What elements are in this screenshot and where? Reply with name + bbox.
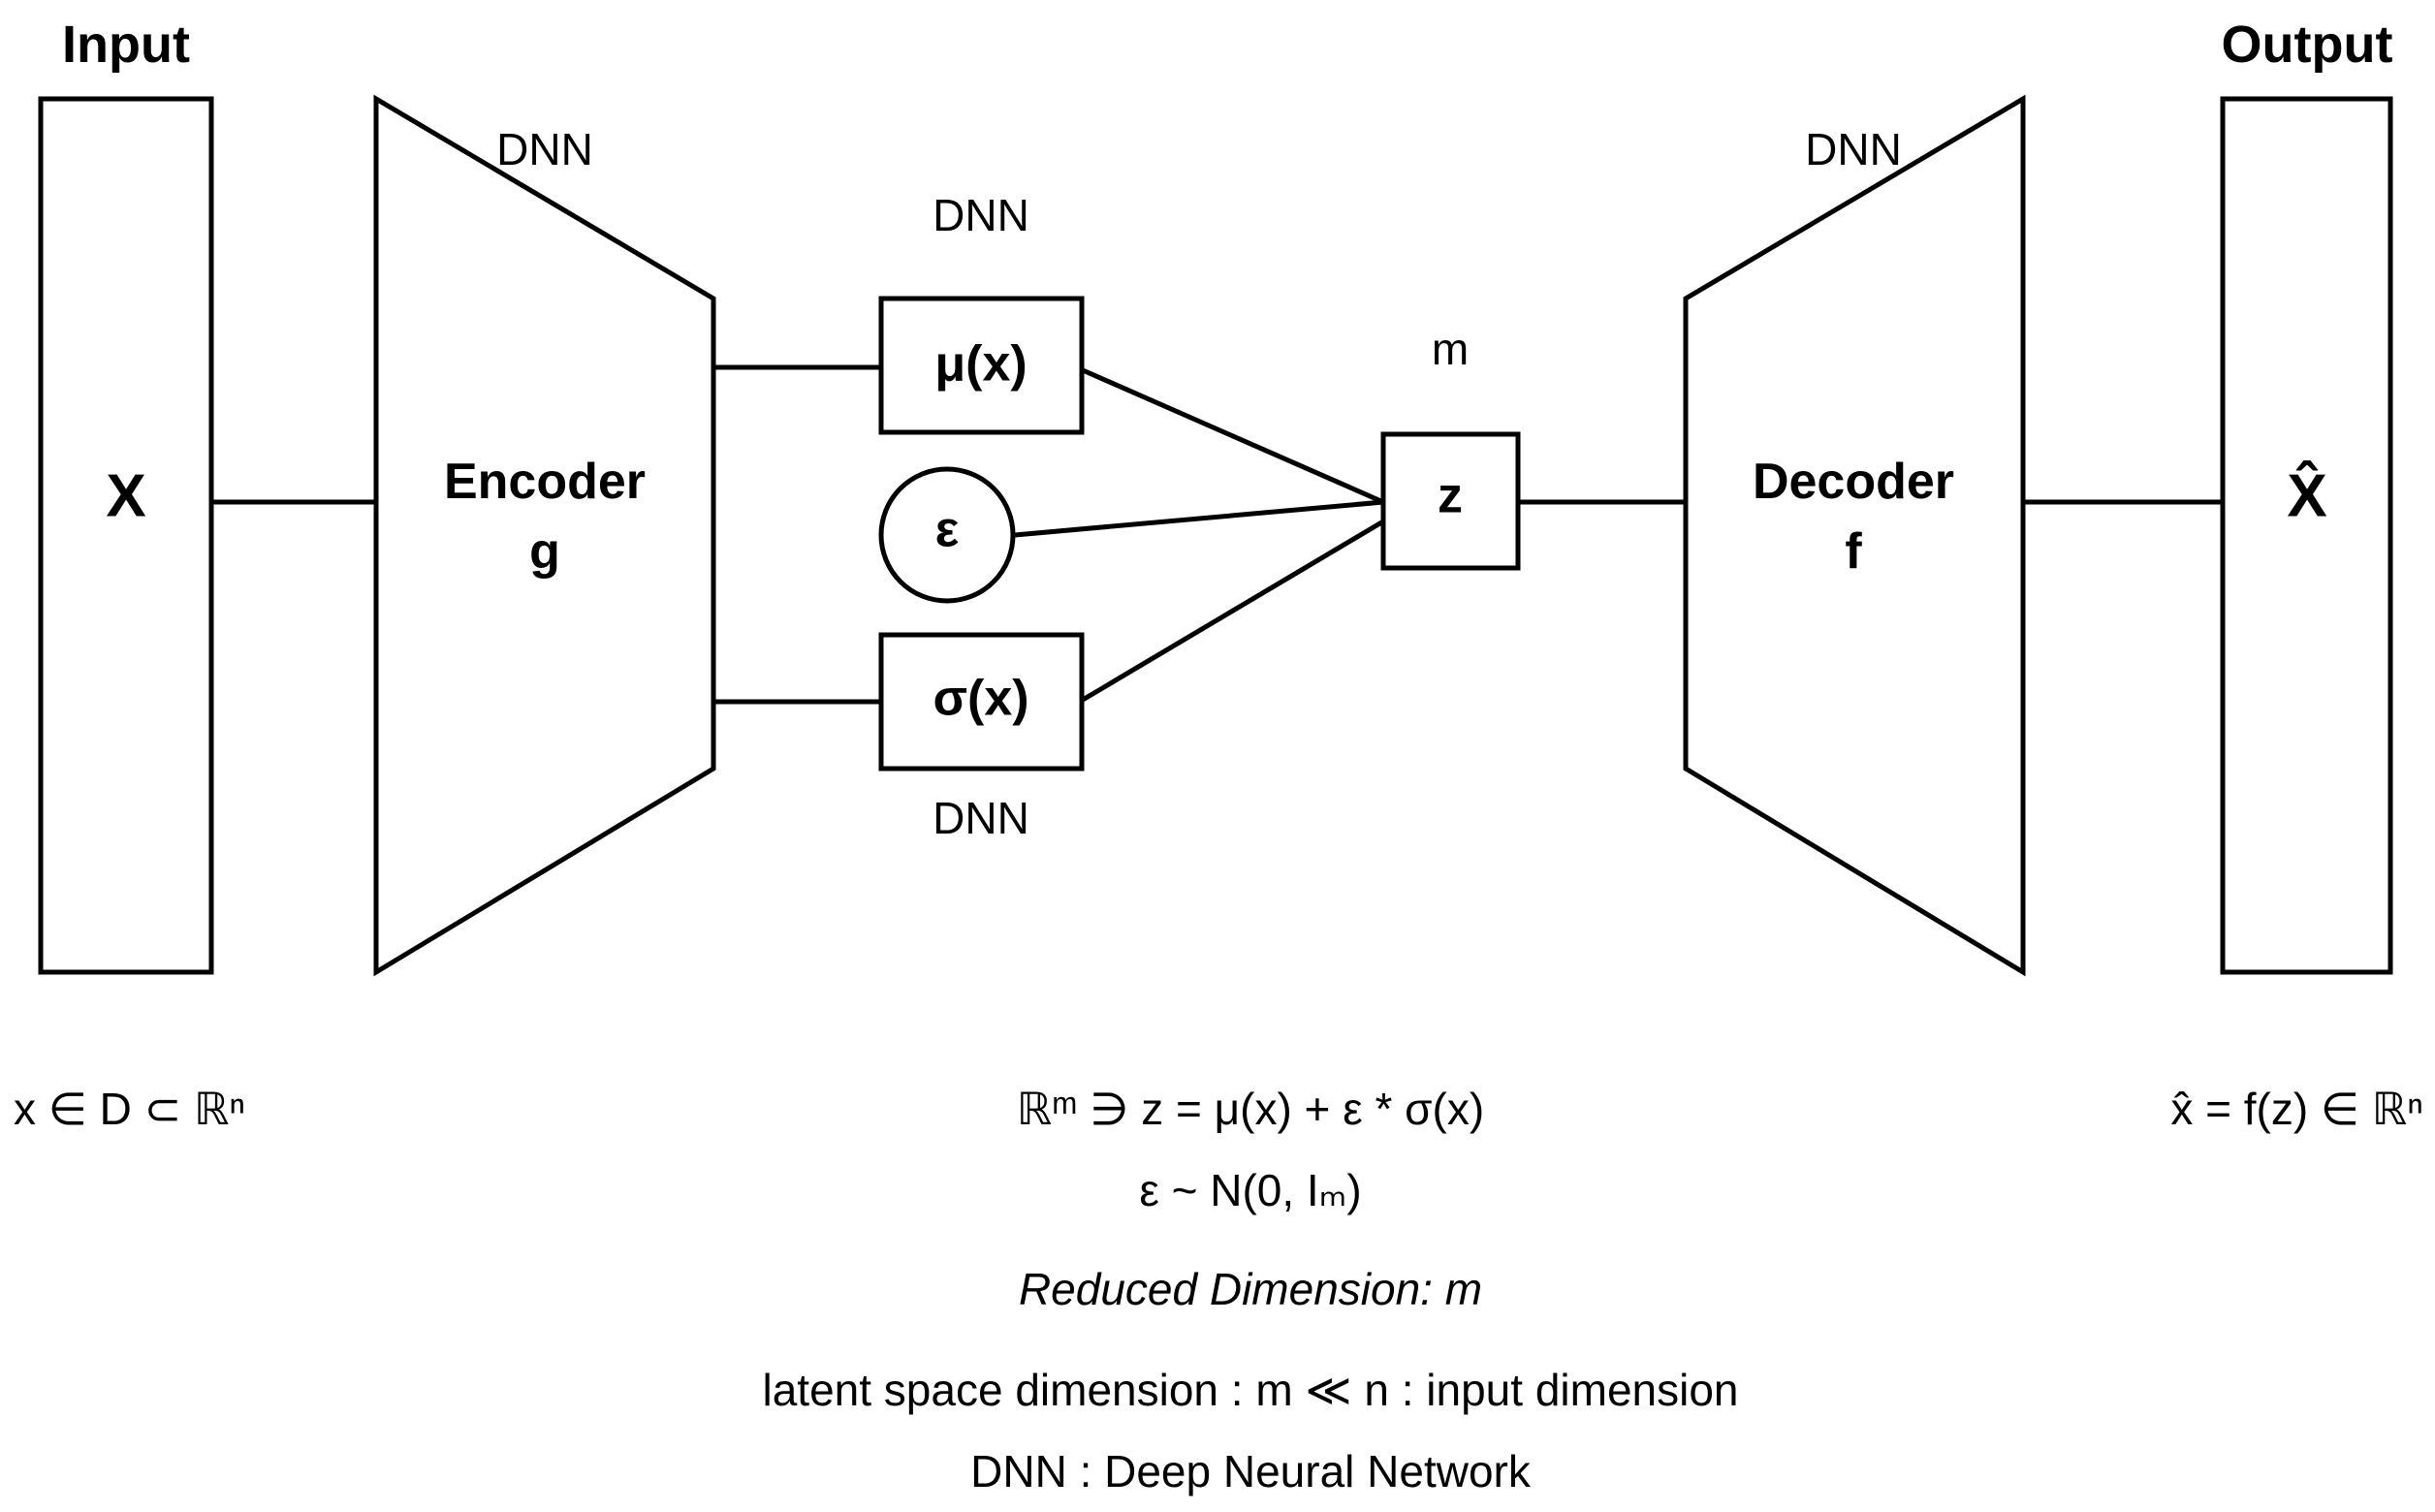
latent-dimension-note: latent space dimension : m ≪ n : input d… <box>762 1365 1738 1415</box>
dnn-definition-note: DNN : Deep Neural Network <box>970 1446 1532 1496</box>
decoder-dnn-label: DNN <box>1805 124 1902 174</box>
input-box <box>38 96 214 975</box>
output-box <box>2220 96 2393 975</box>
encoder-trapezoid <box>373 94 716 977</box>
mu-box <box>878 296 1085 435</box>
mu-label: μ(x) <box>934 336 1027 393</box>
sigma-box <box>878 632 1085 772</box>
input-header: Input <box>62 16 190 74</box>
input-domain-equation: x ∈ D ⊂ ℝⁿ <box>14 1084 245 1134</box>
z-box <box>1380 431 1521 571</box>
sigma-z-connector <box>1081 519 1385 703</box>
mu-dnn-label: DNN <box>933 190 1029 240</box>
epsilon-circle <box>878 466 1016 604</box>
z-label: z <box>1438 468 1463 524</box>
z-dimension-label: m <box>1432 324 1469 374</box>
decoder-title: Decoder <box>1753 454 1954 510</box>
eps-z-connector <box>1014 499 1384 538</box>
encoder-title: Encoder <box>444 454 646 510</box>
output-domain-equation: x̂ = f(z) ∈ ℝⁿ <box>2170 1084 2423 1134</box>
decoder-trapezoid <box>1683 94 2026 977</box>
output-symbol: X̂ <box>2287 460 2326 529</box>
decoder-function: f <box>1845 523 1862 580</box>
epsilon-label: ε <box>935 502 960 558</box>
mu-z-connector <box>1081 367 1385 505</box>
sigma-label: σ(x) <box>933 671 1028 727</box>
reduced-dimension-note: Reduced Dimension: m <box>1019 1264 1482 1314</box>
sigma-dnn-label: DNN <box>933 793 1029 843</box>
encoder-function: g <box>529 523 560 580</box>
output-header: Output <box>2222 16 2393 74</box>
encoder-dnn-label: DNN <box>496 124 593 174</box>
epsilon-distribution: ε ~ N(0, Iₘ) <box>1139 1165 1361 1215</box>
latent-equation: ℝᵐ ∋ z = μ(x) + ε * σ(x) <box>1017 1084 1484 1134</box>
input-symbol: X <box>106 462 145 529</box>
